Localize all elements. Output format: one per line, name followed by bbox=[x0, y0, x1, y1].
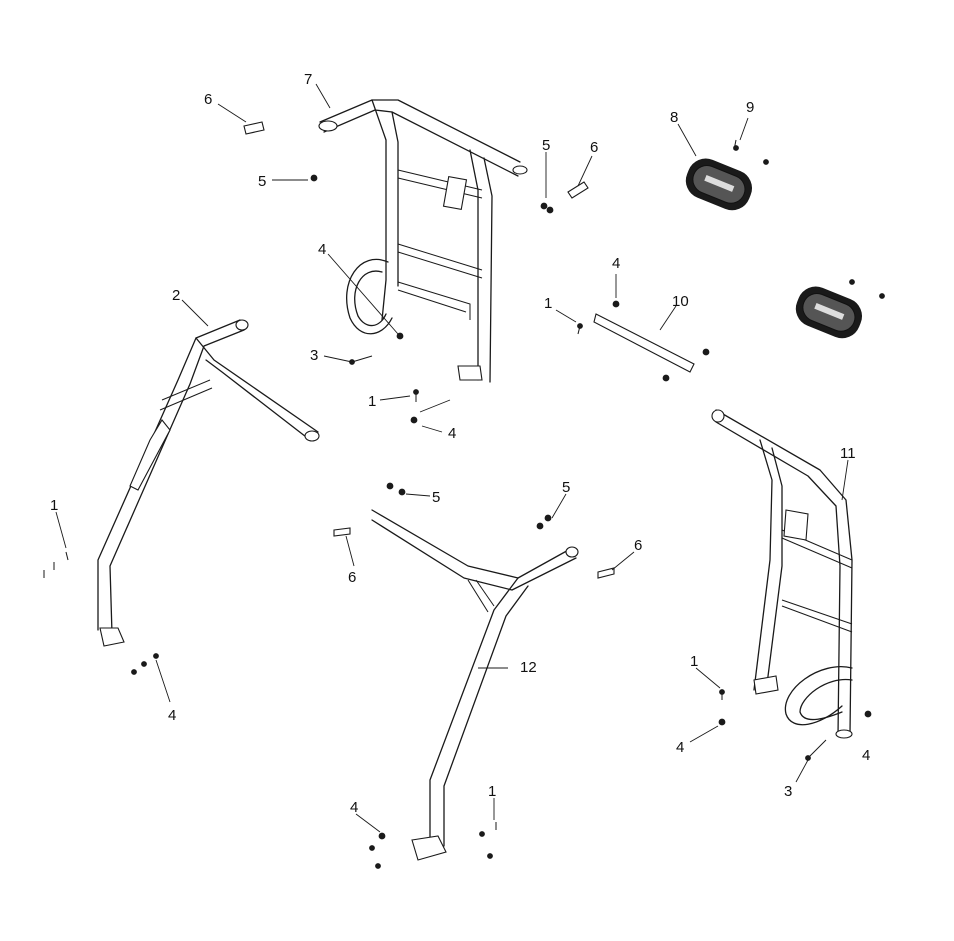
hardware-fasteners bbox=[43, 121, 885, 869]
callout-2: 2 bbox=[172, 287, 180, 304]
rear-upper-frame-part-7 bbox=[318, 99, 528, 383]
callout-4: 4 bbox=[168, 707, 176, 724]
padding-part-8 bbox=[685, 158, 862, 339]
center-front-frame-part-12 bbox=[371, 509, 579, 861]
callout-1: 1 bbox=[544, 295, 552, 312]
left-front-frame-part-2 bbox=[97, 319, 320, 647]
callout-11: 11 bbox=[840, 445, 856, 462]
callout-5: 5 bbox=[432, 489, 440, 506]
leader-lines bbox=[55, 83, 849, 833]
callout-10: 10 bbox=[672, 293, 689, 310]
callout-1: 1 bbox=[690, 653, 698, 670]
callout-4: 4 bbox=[448, 425, 456, 442]
flat-bar-part-10 bbox=[593, 313, 695, 373]
callout-9: 9 bbox=[746, 99, 754, 116]
callout-7: 7 bbox=[304, 71, 312, 88]
callout-4: 4 bbox=[676, 739, 684, 756]
callout-3: 3 bbox=[310, 347, 318, 364]
callout-1: 1 bbox=[368, 393, 376, 410]
callout-4: 4 bbox=[350, 799, 358, 816]
callout-5: 5 bbox=[562, 479, 570, 496]
callout-4: 4 bbox=[862, 747, 870, 764]
callout-5: 5 bbox=[542, 137, 550, 154]
callout-1: 1 bbox=[488, 783, 496, 800]
callout-6: 6 bbox=[634, 537, 642, 554]
callout-4: 4 bbox=[612, 255, 620, 272]
callout-8: 8 bbox=[670, 109, 678, 126]
right-rear-frame-part-11 bbox=[711, 409, 853, 739]
callout-1: 1 bbox=[50, 497, 58, 514]
callout-labels: 6 7 5 5 6 8 9 4 4 1 10 2 3 1 4 1 5 5 6 6… bbox=[50, 71, 870, 816]
callout-3: 3 bbox=[784, 783, 792, 800]
callout-4: 4 bbox=[318, 241, 326, 258]
callout-12: 12 bbox=[520, 659, 537, 676]
callout-5: 5 bbox=[258, 173, 266, 190]
callout-6: 6 bbox=[590, 139, 598, 156]
callout-6: 6 bbox=[204, 91, 212, 108]
callout-6: 6 bbox=[348, 569, 356, 586]
